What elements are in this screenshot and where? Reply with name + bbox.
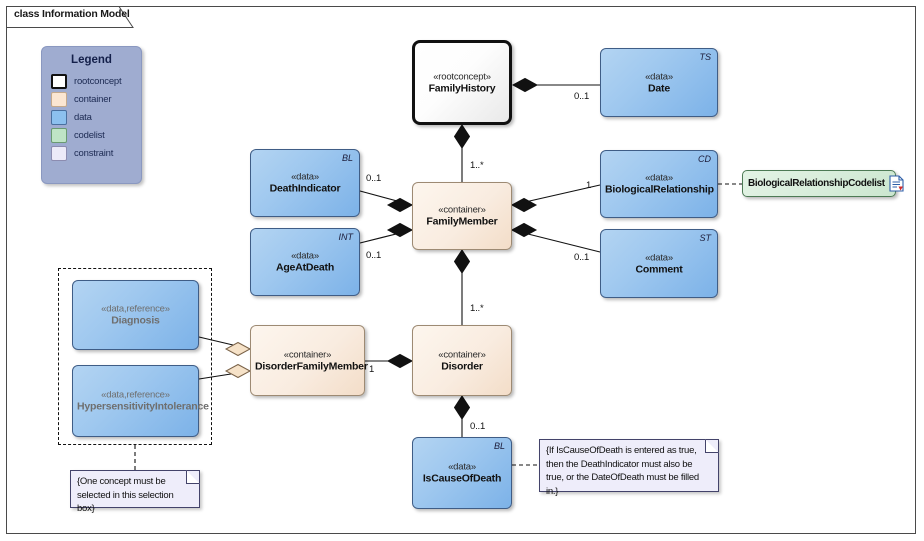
selection-box (58, 268, 212, 445)
note-cause-of-death-constraint[interactable]: {If IsCauseOfDeath is entered as true, t… (539, 439, 719, 497)
class-diagnosis-stereotype: «data,reference» (101, 303, 170, 315)
multiplicity-disorder-family-member: 1 (369, 364, 375, 375)
class-biological-relationship-stereotype: «data» (645, 172, 673, 184)
class-age-at-death-type: INT (338, 232, 354, 242)
legend-item-container: container (51, 90, 141, 108)
class-biological-relationship[interactable]: CD «data» BiologicalRelationship (600, 150, 718, 218)
legend-item-codelist: codelist (51, 126, 141, 144)
codelist-swatch (51, 127, 67, 143)
class-family-member[interactable]: «container» FamilyMember (412, 182, 512, 250)
class-disorder-family-member-name: DisorderFamilyMember (255, 360, 368, 372)
class-family-history[interactable]: «rootconcept» FamilyHistory (412, 40, 512, 125)
class-is-cause-of-death-stereotype: «data» (448, 461, 476, 473)
class-comment[interactable]: ST «data» Comment (600, 229, 718, 298)
class-date[interactable]: TS «data» Date (600, 48, 718, 117)
class-age-at-death[interactable]: INT «data» AgeAtDeath (250, 228, 360, 296)
class-date-name: Date (648, 82, 670, 94)
class-biological-relationship-name: BiologicalRelationship (605, 183, 714, 196)
multiplicity-disorder: 1..* (470, 303, 484, 314)
rootconcept-swatch (51, 73, 67, 89)
note-selection-constraint-text: {One concept must be selected in this se… (77, 476, 174, 514)
class-disorder-name: Disorder (441, 360, 483, 372)
diagram-title: class Information Model (14, 8, 130, 20)
class-death-indicator-stereotype: «data» (291, 171, 319, 183)
class-disorder-stereotype: «container» (438, 349, 486, 360)
class-hypersensitivity-intolerance-name: HypersensitivityIntolerance (77, 400, 209, 413)
multiplicity-biological-relationship: 1 (586, 180, 592, 191)
class-family-history-name: FamilyHistory (428, 82, 496, 94)
class-biological-relationship-type: CD (698, 154, 711, 164)
class-death-indicator-type: BL (341, 153, 353, 163)
legend-item-constraint: constraint (51, 144, 141, 162)
multiplicity-comment: 0..1 (574, 252, 590, 263)
multiplicity-date: 0..1 (574, 91, 590, 102)
multiplicity-death-indicator: 0..1 (366, 173, 382, 184)
class-age-at-death-stereotype: «data» (291, 250, 319, 262)
class-is-cause-of-death-type: BL (493, 441, 505, 451)
diagram-frame (6, 6, 916, 534)
legend-item-rootconcept: rootconcept (51, 72, 141, 90)
class-family-history-stereotype: «rootconcept» (433, 71, 491, 82)
class-disorder-family-member-stereotype: «container» (283, 349, 332, 360)
class-comment-stereotype: «data» (645, 252, 673, 263)
class-codelist[interactable]: BiologicalRelationshipCodelist (742, 170, 904, 197)
legend-label-container: container (74, 93, 112, 105)
class-diagnosis-name: Diagnosis (111, 314, 160, 327)
class-comment-type: ST (699, 233, 711, 243)
class-codelist-name: BiologicalRelationshipCodelist (748, 178, 885, 189)
class-hypersensitivity-intolerance-stereotype: «data,reference» (101, 389, 170, 401)
class-date-type: TS (699, 52, 711, 62)
container-swatch (51, 91, 67, 107)
multiplicity-age-at-death: 0..1 (366, 250, 382, 261)
class-disorder[interactable]: «container» Disorder (412, 325, 512, 396)
legend-title: Legend (71, 54, 112, 66)
class-age-at-death-name: AgeAtDeath (275, 261, 335, 274)
note-cause-of-death-constraint-text: {If IsCauseOfDeath is entered as true, t… (546, 445, 699, 497)
document-icon (889, 175, 904, 192)
multiplicity-is-cause-of-death: 0..1 (470, 421, 486, 432)
frame-tab (6, 6, 134, 28)
class-diagnosis[interactable]: «data,reference» Diagnosis (72, 280, 199, 350)
legend-label-rootconcept: rootconcept (74, 75, 122, 87)
legend-label-constraint: constraint (74, 147, 114, 159)
data-swatch (51, 109, 67, 125)
class-comment-name: Comment (635, 263, 683, 275)
legend-item-data: data (51, 108, 141, 126)
class-death-indicator-name: DeathIndicator (269, 182, 341, 195)
class-family-member-name: FamilyMember (426, 215, 498, 228)
class-disorder-family-member[interactable]: «container» DisorderFamilyMember (250, 325, 368, 396)
class-is-cause-of-death-name: IsCauseOfDeath (422, 472, 502, 485)
legend-panel: Legend rootconcept container data codeli… (41, 46, 142, 184)
constraint-swatch (51, 145, 67, 161)
note-selection-constraint[interactable]: {One concept must be selected in this se… (70, 470, 200, 514)
class-date-stereotype: «data» (645, 71, 673, 82)
class-family-member-stereotype: «container» (438, 204, 486, 216)
class-hypersensitivity-intolerance[interactable]: «data,reference» HypersensitivityIntoler… (72, 365, 209, 437)
class-is-cause-of-death[interactable]: BL «data» IsCauseOfDeath (412, 437, 512, 509)
legend-label-data: data (74, 111, 92, 123)
class-death-indicator[interactable]: BL «data» DeathIndicator (250, 149, 360, 217)
legend-label-codelist: codelist (74, 129, 105, 141)
multiplicity-family-member: 1..* (470, 160, 484, 171)
